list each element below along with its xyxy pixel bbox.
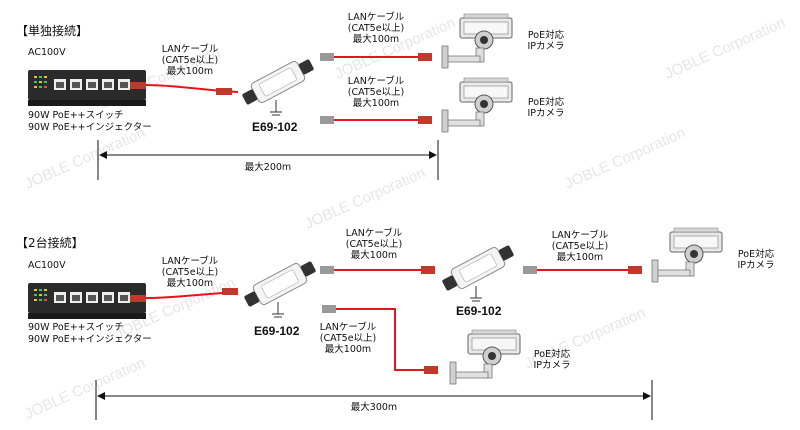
switch-label: 90W PoE++スイッチ [28,110,124,121]
section-header: 【単独接続】 [16,24,89,38]
camera-label-line: PoE対応 [737,249,775,260]
cable-type: LANケーブル [551,230,609,241]
camera-label-line: PoE対応 [527,97,565,108]
rj45-connector [216,88,232,95]
rj45-connector [130,82,146,89]
camera-label: PoE対応 IPカメラ [516,30,576,52]
cable-spec: (CAT5e以上) [347,23,405,34]
cable-type: LANケーブル [347,12,405,23]
cable-label: LANケーブル (CAT5e以上) 最大100m [336,76,416,109]
cable-type: LANケーブル [345,228,403,239]
ac-label: AC100V [28,47,66,58]
e69-102-device [238,53,318,116]
injector-label: 90W PoE++インジェクター [28,334,152,345]
ip-camera [441,77,513,133]
cable-spec: (CAT5e以上) [345,239,403,250]
poe-switch [28,283,146,319]
rj45-connector [320,266,334,274]
cable-label: LANケーブル (CAT5e以上) 最大100m [336,12,416,45]
poe-switch [28,70,146,106]
rj45-connector [418,53,432,61]
e69-102-device [438,239,518,302]
cable-spec: (CAT5e以上) [347,87,405,98]
ip-camera [441,13,513,69]
camera-label-line: IPカメラ [527,108,565,119]
rj45-connector [322,305,336,313]
rj45-connector [421,266,435,274]
cable-label: LANケーブル (CAT5e以上) 最大100m [334,228,414,261]
cable-length: 最大100m [352,34,400,45]
camera-label-line: IPカメラ [737,260,775,271]
camera-label: PoE対応 IPカメラ [726,249,786,271]
section-header: 【2台接続】 [16,236,84,250]
cable-length: 最大100m [324,344,372,355]
lan-cable [335,308,438,371]
cable-length: 最大100m [166,66,214,77]
camera-label-line: PoE対応 [533,349,571,360]
e69-102-device [240,255,320,318]
cable-label: LANケーブル (CAT5e以上) 最大100m [150,256,230,289]
rj45-connector [418,116,432,124]
cable-type: LANケーブル [347,76,405,87]
cable-label: LANケーブル (CAT5e以上) 最大100m [540,230,620,263]
rj45-connector [222,288,238,295]
injector-label: 90W PoE++インジェクター [28,122,152,133]
rj45-connector [424,366,438,374]
switch-label: 90W PoE++スイッチ [28,322,124,333]
rj45-connector [320,53,334,61]
ip-camera [449,329,521,385]
camera-label: PoE対応 IPカメラ [516,97,576,119]
cable-spec: (CAT5e以上) [161,55,219,66]
ip-camera [651,227,723,283]
distance-label: 最大200m [244,162,292,173]
rj45-connector [523,266,537,274]
camera-label-line: PoE対応 [527,30,565,41]
cable-type: LANケーブル [319,322,377,333]
cable-length: 最大100m [556,252,604,263]
distance-label: 最大300m [350,402,398,413]
cable-length: 最大100m [352,98,400,109]
cable-length: 最大100m [166,278,214,289]
device-label: E69-102 [252,120,298,134]
cable-label: LANケーブル (CAT5e以上) 最大100m [308,322,388,355]
cable-type: LANケーブル [161,256,219,267]
cable-spec: (CAT5e以上) [551,241,609,252]
camera-label-line: IPカメラ [533,360,571,371]
device-label: E69-102 [456,304,502,318]
rj45-connector [628,266,642,274]
cable-spec: (CAT5e以上) [319,333,377,344]
cable-spec: (CAT5e以上) [161,267,219,278]
camera-label: PoE対応 IPカメラ [522,349,582,371]
ac-label: AC100V [28,260,66,271]
device-label: E69-102 [254,324,300,338]
rj45-connector [320,116,334,124]
cable-type: LANケーブル [161,44,219,55]
rj45-connector [130,295,146,302]
cable-label: LANケーブル (CAT5e以上) 最大100m [150,44,230,77]
camera-label-line: IPカメラ [527,41,565,52]
cable-length: 最大100m [350,250,398,261]
